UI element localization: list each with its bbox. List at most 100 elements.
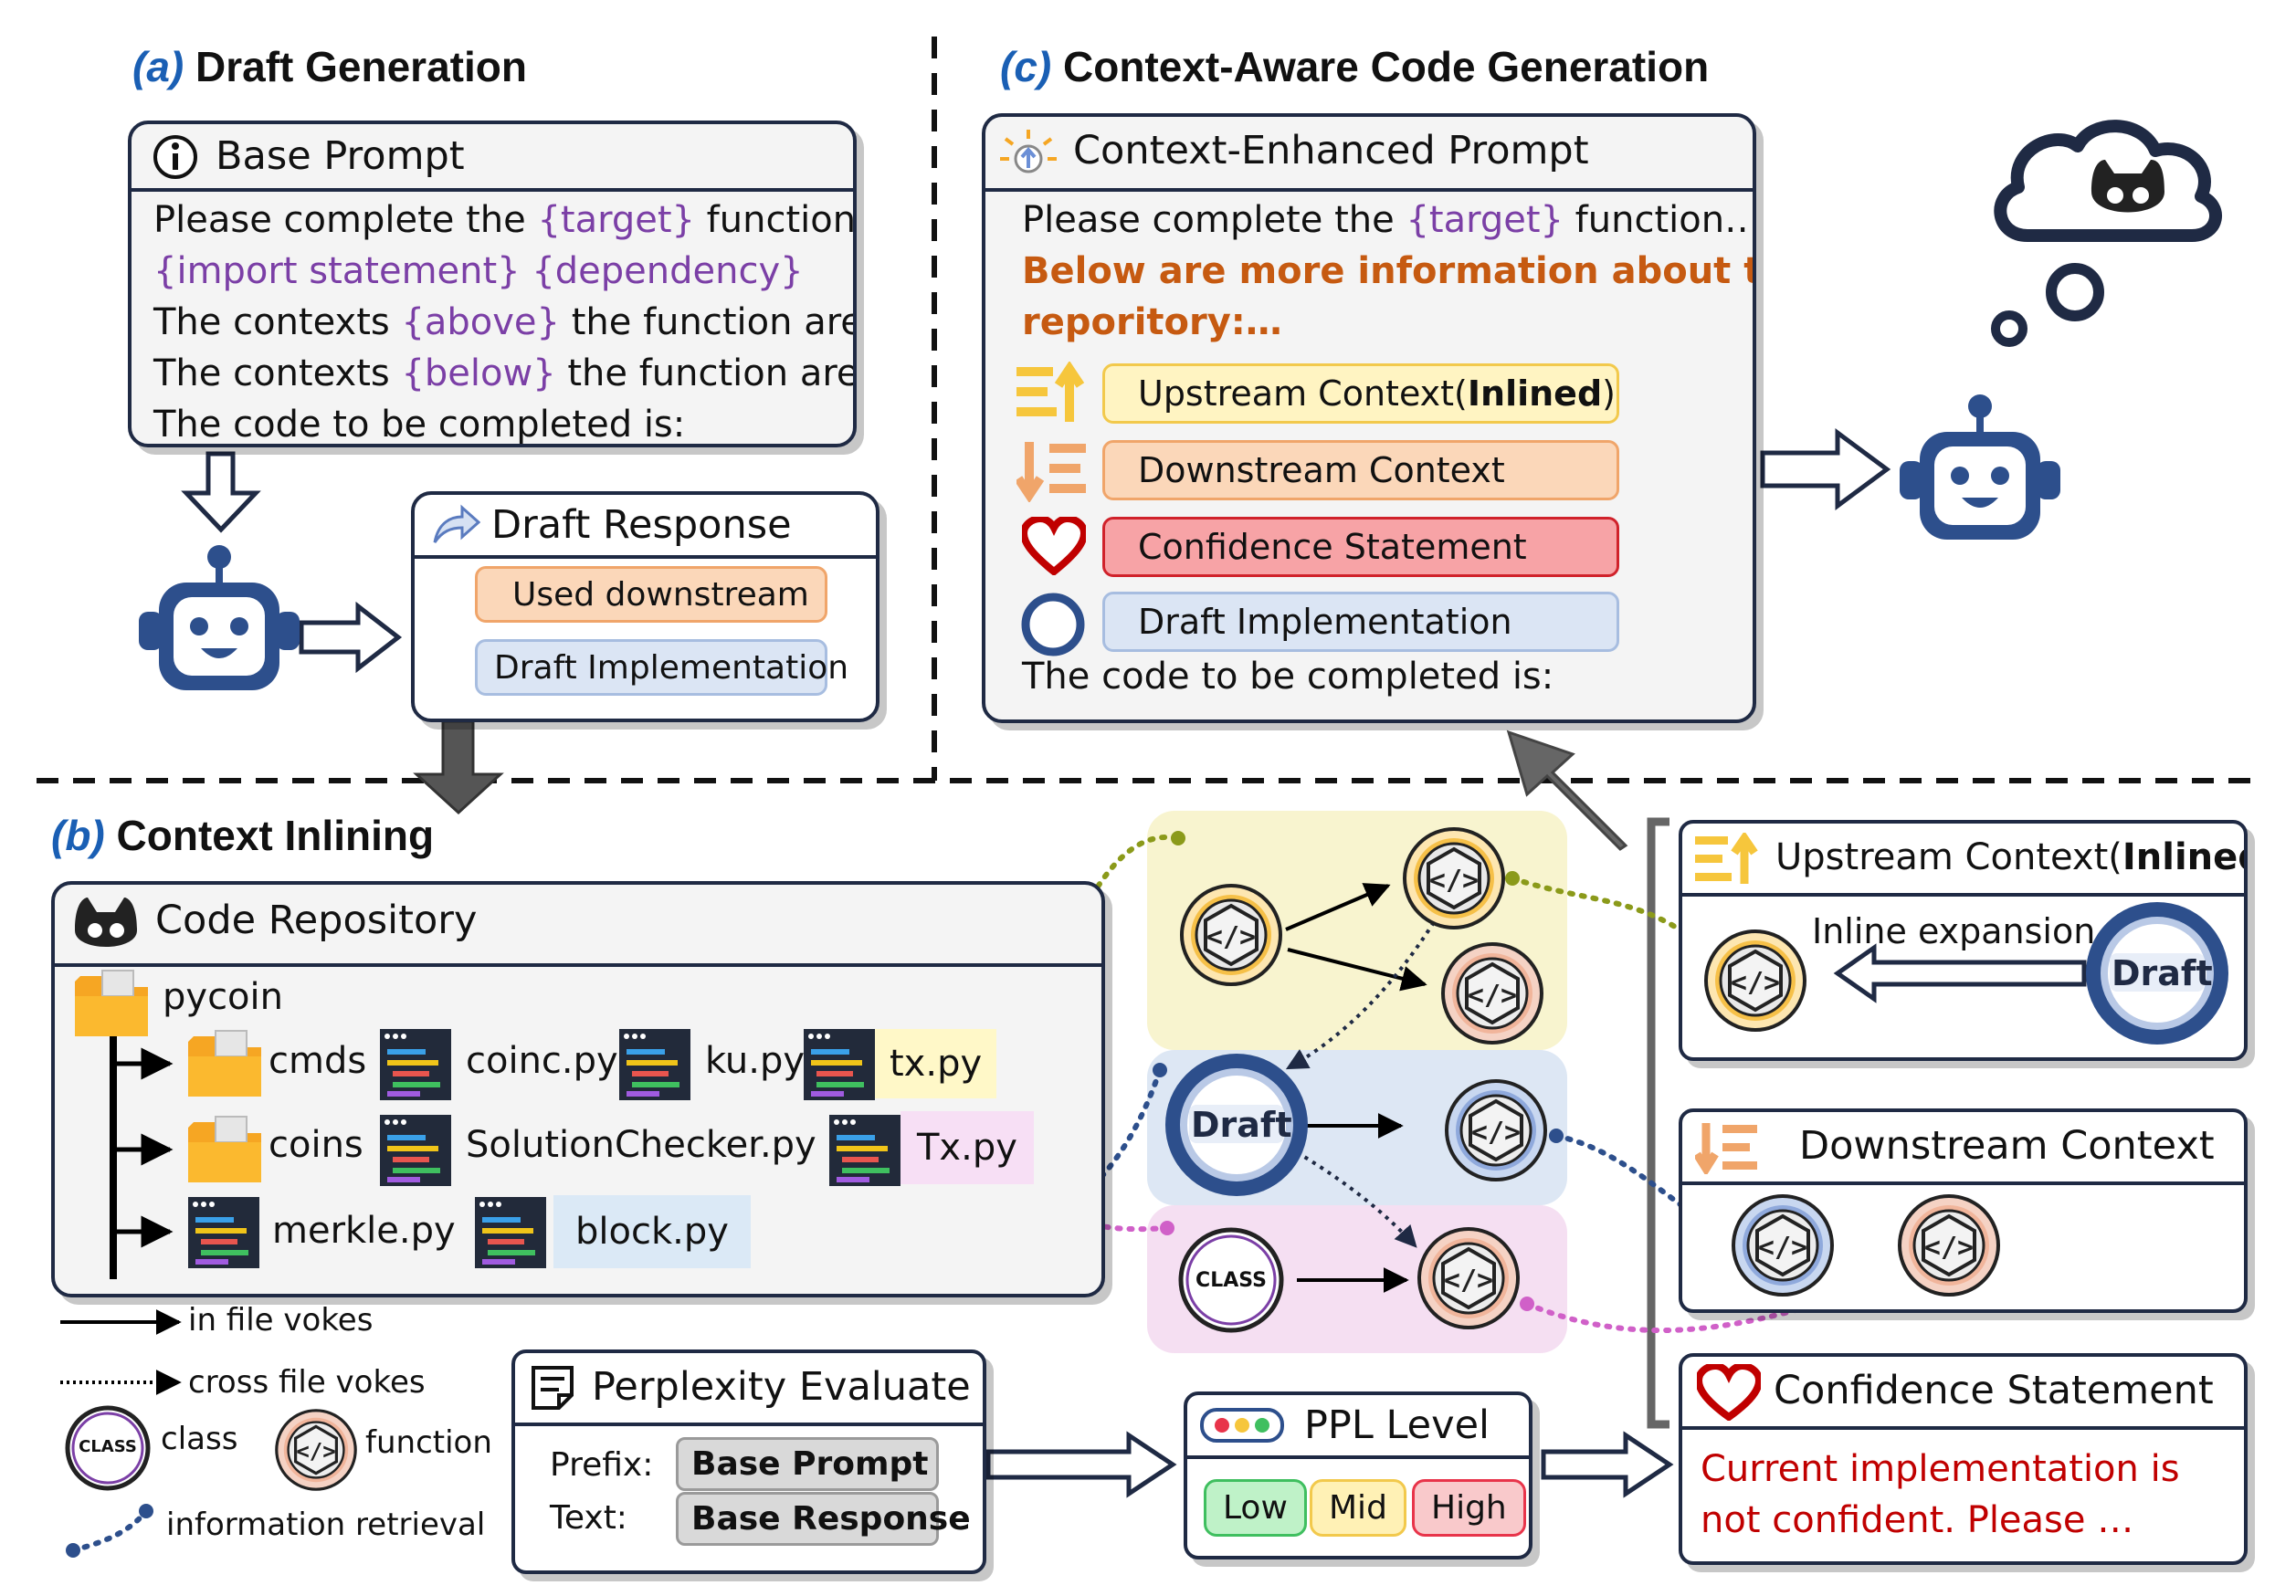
ppl-level-header: PPL Level xyxy=(1187,1395,1529,1459)
used-downstream-tag: Used downstream xyxy=(475,566,827,623)
upstream-inlined-panel: Upstream Context(Inlined) Inline expansi… xyxy=(1679,820,2248,1061)
arrow-prompt-to-llm xyxy=(1760,428,1891,510)
function-node xyxy=(1180,884,1282,986)
folder-cmds[interactable]: cmds xyxy=(269,1040,367,1082)
code-file-icon xyxy=(475,1197,546,1268)
base-prompt-box: Base Prompt Please complete the {target}… xyxy=(128,121,857,447)
downstream-panel-header: Downstream Context xyxy=(1682,1112,2244,1185)
code-repository-title: Code Repository xyxy=(155,898,478,943)
robot-icon xyxy=(139,545,300,690)
file-tx[interactable]: tx.py xyxy=(875,1029,997,1098)
function-node xyxy=(1445,1079,1547,1181)
class-node-label: CLASS xyxy=(1195,1269,1267,1292)
draft-response-header: Draft Response xyxy=(415,495,876,559)
folder-pycoin[interactable]: pycoin xyxy=(163,976,283,1018)
upstream-sort-icon xyxy=(1016,362,1085,422)
code-file-icon xyxy=(380,1115,451,1186)
confidence-text-2: not confident. Please … xyxy=(1701,1499,2134,1541)
text-label: Text: xyxy=(550,1499,627,1537)
folder-icon xyxy=(187,1116,262,1183)
file-Tx[interactable]: Tx.py xyxy=(900,1111,1034,1184)
legend-in-file: in file vokes xyxy=(188,1302,374,1339)
confidence-statement-tag: Confidence Statement xyxy=(1102,517,1619,577)
context-enhanced-title: Context-Enhanced Prompt xyxy=(1073,128,1589,173)
ppl-level-title: PPL Level xyxy=(1304,1402,1490,1448)
folder-coins[interactable]: coins xyxy=(269,1124,363,1166)
github-icon xyxy=(75,898,137,947)
ppl-level-box: PPL Level Low Mid High xyxy=(1184,1391,1532,1559)
legend-class: class xyxy=(161,1421,238,1457)
section-c-title: (c) Context-Aware Code Generation xyxy=(1000,43,1710,90)
prefix-value: Base Prompt xyxy=(676,1437,939,1491)
ppl-mid: Mid xyxy=(1310,1479,1406,1537)
draft-label: Draft xyxy=(2112,953,2213,993)
code-file-icon xyxy=(188,1197,259,1268)
prefix-label: Prefix: xyxy=(550,1446,654,1484)
right-bracket xyxy=(1647,817,1669,1429)
inlined-function-icon xyxy=(1704,929,1806,1032)
legend-information-retrieval: information retrieval xyxy=(166,1507,486,1543)
confidence-panel: Confidence Statement Current implementat… xyxy=(1679,1353,2248,1565)
base-prompt-line-2: {import statement} {dependency} xyxy=(153,250,804,292)
more-info-line-2: reporitory:… xyxy=(1022,301,1282,343)
arrow-draft-to-inlining xyxy=(413,719,504,815)
file-block[interactable]: block.py xyxy=(553,1195,751,1268)
arrow-prompt-to-robot xyxy=(181,451,261,533)
perplexity-title: Perplexity Evaluate xyxy=(592,1364,971,1410)
function-icon xyxy=(1898,1194,2000,1297)
confidence-text-1: Current implementation is xyxy=(1701,1448,2180,1490)
upstream-panel-header: Upstream Context(Inlined) xyxy=(1682,824,2244,897)
perplexity-header: Perplexity Evaluate xyxy=(515,1353,983,1426)
function-node xyxy=(1403,827,1505,929)
enhanced-line-1: Please complete the {target} function… xyxy=(1022,199,1756,241)
info-icon xyxy=(153,135,197,179)
function-node xyxy=(1441,942,1543,1045)
ppl-low: Low xyxy=(1204,1479,1307,1537)
inline-expansion-arrow xyxy=(1833,943,2087,1003)
confidence-panel-header: Confidence Statement xyxy=(1682,1357,2244,1430)
arrow-robot-to-draft xyxy=(299,601,403,674)
inline-expansion-label: Inline expansion xyxy=(1812,911,2096,951)
heart-icon xyxy=(1697,1364,1761,1421)
file-merkle[interactable]: merkle.py xyxy=(272,1210,456,1252)
function-node xyxy=(1417,1227,1520,1329)
upstream-sort-icon xyxy=(1695,833,1758,884)
draft-node xyxy=(1165,1054,1308,1196)
function-icon xyxy=(1732,1194,1834,1297)
draft-icon xyxy=(2086,902,2228,1045)
upstream-context-tag: Upstream Context(Inlined) xyxy=(1102,363,1619,424)
base-prompt-line-1: Please complete the {target} function… xyxy=(153,199,857,241)
file-coinc[interactable]: coinc.py xyxy=(466,1040,618,1082)
code-repository-header: Code Repository xyxy=(55,885,1101,967)
share-arrow-icon xyxy=(433,504,480,543)
base-prompt-title: Base Prompt xyxy=(216,133,465,179)
code-file-icon xyxy=(804,1029,875,1100)
section-b-title: (b) Context Inlining xyxy=(51,812,435,859)
enhanced-last-line: The code to be completed is: xyxy=(1022,656,1554,698)
downstream-panel: Downstream Context xyxy=(1679,1108,2248,1313)
draft-response-box: Draft Response Used downstream Draft Imp… xyxy=(411,491,879,722)
code-file-icon xyxy=(829,1115,900,1186)
lightbulb-icon xyxy=(1000,130,1057,173)
legend-class-icon xyxy=(65,1405,151,1491)
downstream-sort-icon xyxy=(1695,1123,1757,1174)
upstream-panel-title: Upstream Context(Inlined) xyxy=(1775,836,2244,878)
downstream-sort-icon xyxy=(1016,442,1086,502)
downstream-context-tag: Downstream Context xyxy=(1102,440,1619,500)
file-solution-checker[interactable]: SolutionChecker.py xyxy=(466,1124,816,1166)
legend-class-icon-label: CLASS xyxy=(79,1437,137,1456)
draft-implementation-context-tag: Draft Implementation xyxy=(1102,592,1619,652)
context-enhanced-prompt-box: Context-Enhanced Prompt Please complete … xyxy=(982,113,1756,723)
draft-implementation-tag: Draft Implementation xyxy=(475,639,848,696)
class-node xyxy=(1178,1227,1284,1333)
legend-retrieval-line xyxy=(70,1508,149,1553)
text-value: Base Response xyxy=(676,1492,971,1546)
base-prompt-line-3: The contexts {above} the function are: xyxy=(153,301,857,343)
file-ku[interactable]: ku.py xyxy=(705,1040,806,1082)
legend-function-icon xyxy=(275,1409,357,1491)
draft-node-label: Draft xyxy=(1191,1105,1292,1145)
code-file-icon xyxy=(380,1029,451,1100)
draft-response-title: Draft Response xyxy=(491,502,792,548)
confidence-panel-title: Confidence Statement xyxy=(1774,1368,2214,1413)
